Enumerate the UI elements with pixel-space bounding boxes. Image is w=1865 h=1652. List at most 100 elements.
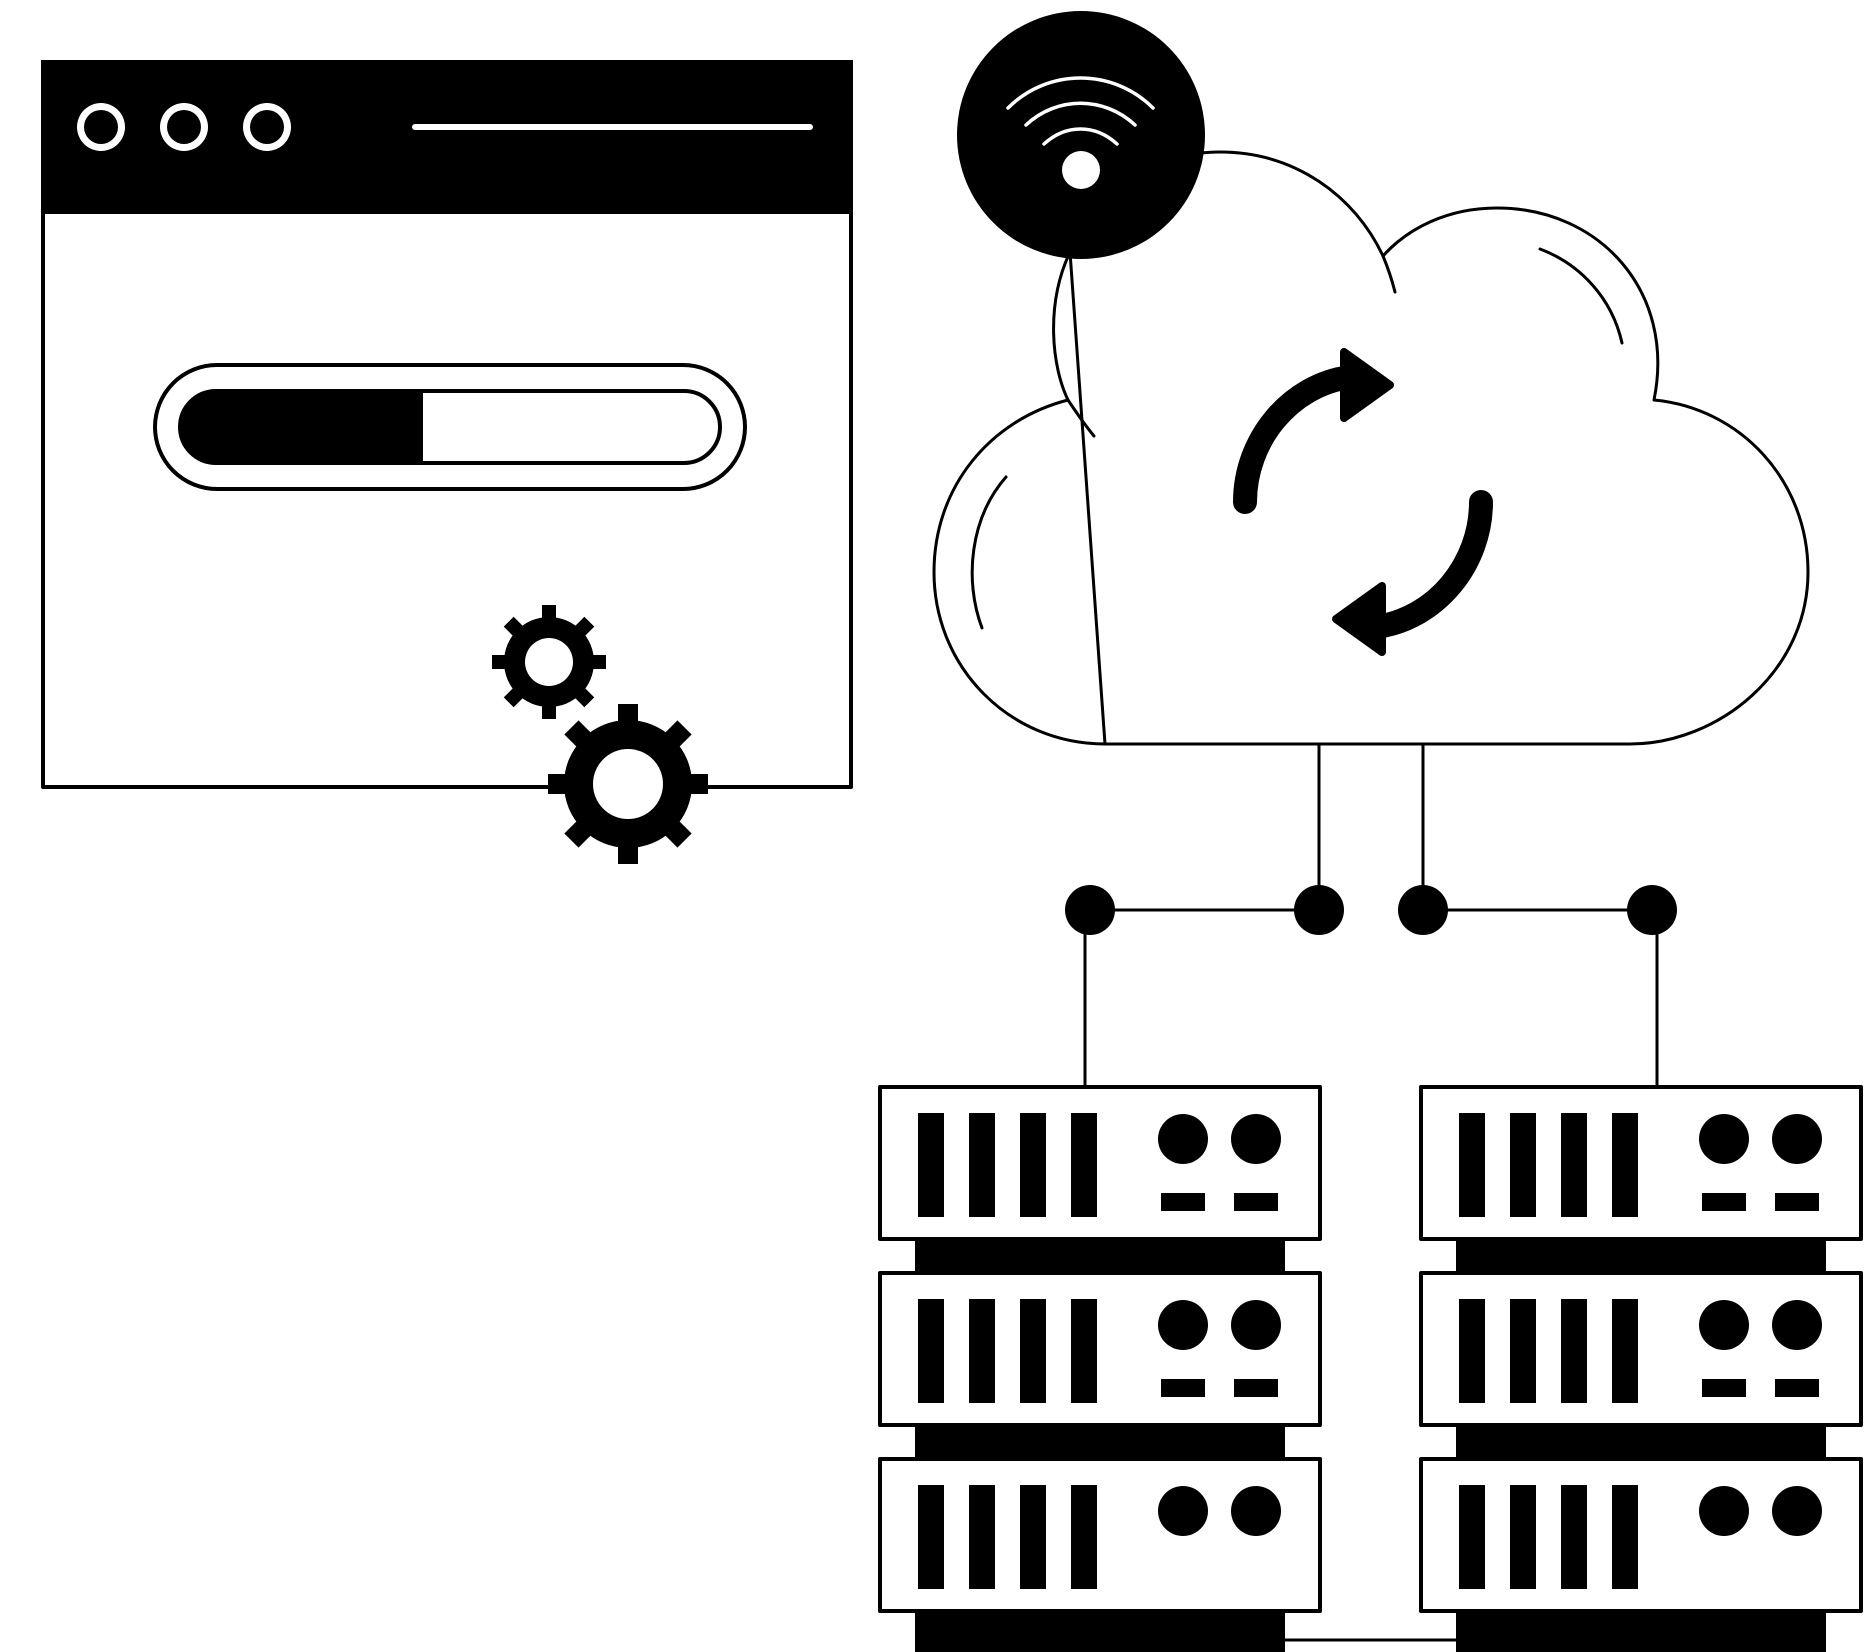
drive-slot xyxy=(969,1485,995,1589)
server-unit xyxy=(1419,1457,1863,1613)
gear-hole xyxy=(593,749,663,819)
gear-icon xyxy=(492,605,606,719)
rack-spacer xyxy=(915,1425,1285,1459)
window-dot-inner xyxy=(84,110,118,144)
server-rack-icon xyxy=(878,1085,1322,1652)
status-light xyxy=(1772,1114,1822,1164)
network-node xyxy=(1627,885,1677,935)
status-light xyxy=(1699,1114,1749,1164)
status-light xyxy=(1772,1300,1822,1350)
server-unit-frame xyxy=(1419,1271,1863,1427)
drive-slot xyxy=(1612,1113,1638,1217)
wifi-arc-inner xyxy=(1042,127,1119,146)
rack-spacer xyxy=(915,1611,1285,1652)
status-light xyxy=(1231,1114,1281,1164)
server-rack-icon xyxy=(1419,1085,1863,1652)
drive-slot xyxy=(1071,1485,1097,1589)
wifi-icon xyxy=(957,11,1205,259)
wifi-badge xyxy=(957,11,1205,259)
server-unit xyxy=(878,1085,1322,1241)
wifi-arc-middle xyxy=(1024,101,1137,127)
status-bar xyxy=(1702,1193,1746,1211)
cloud-highlight xyxy=(970,475,1008,630)
browser-window-icon xyxy=(41,60,853,864)
sync-arrow-lower-head xyxy=(1332,582,1386,656)
drive-slot xyxy=(969,1299,995,1403)
sync-arrow-upper xyxy=(1233,365,1362,514)
drive-slot xyxy=(1561,1485,1587,1589)
status-light xyxy=(1699,1486,1749,1536)
cloud-highlight xyxy=(1538,247,1624,345)
window-dot-inner xyxy=(250,110,284,144)
gear-hole xyxy=(525,638,573,686)
sync-arrow-upper-head xyxy=(1340,348,1394,422)
server-unit-frame xyxy=(1419,1457,1863,1613)
server-unit xyxy=(1419,1271,1863,1427)
network-node xyxy=(1398,885,1448,935)
server-racks xyxy=(878,1085,1863,1652)
status-light xyxy=(1158,1486,1208,1536)
network-connections xyxy=(1065,742,1677,1089)
progress-track-outer xyxy=(153,363,747,491)
wifi-arc-outer xyxy=(1006,76,1155,110)
rack-spacer xyxy=(915,1239,1285,1273)
sync-arrow-lower xyxy=(1364,490,1493,639)
network-node xyxy=(1294,885,1344,935)
status-bar xyxy=(1234,1379,1278,1397)
server-unit-frame xyxy=(878,1271,1322,1427)
status-bar xyxy=(1702,1379,1746,1397)
drive-slot xyxy=(1561,1113,1587,1217)
drive-slot xyxy=(1510,1485,1536,1589)
progress-fill xyxy=(180,391,423,463)
status-light xyxy=(1158,1114,1208,1164)
status-light xyxy=(1772,1486,1822,1536)
status-bar xyxy=(1161,1193,1205,1211)
drive-slot xyxy=(1612,1485,1638,1589)
progress-bar-icon xyxy=(153,363,747,491)
drive-slot xyxy=(1510,1113,1536,1217)
status-light xyxy=(1158,1300,1208,1350)
wifi-dot xyxy=(1062,151,1100,189)
cloud-highlight xyxy=(1381,254,1397,294)
server-unit xyxy=(1419,1085,1863,1241)
server-unit xyxy=(878,1271,1322,1427)
drive-slot xyxy=(1071,1299,1097,1403)
rack-spacer xyxy=(1456,1425,1826,1459)
drive-slot xyxy=(1020,1299,1046,1403)
drive-slot xyxy=(918,1485,944,1589)
drive-slot xyxy=(1510,1299,1536,1403)
status-bar xyxy=(1234,1193,1278,1211)
drive-slot xyxy=(918,1113,944,1217)
status-light xyxy=(1699,1300,1749,1350)
status-bar xyxy=(1775,1379,1819,1397)
network-node xyxy=(1065,885,1115,935)
cloud-outline xyxy=(932,150,1810,746)
drive-slot xyxy=(1020,1485,1046,1589)
server-unit xyxy=(878,1457,1322,1613)
server-unit-frame xyxy=(878,1085,1322,1241)
drive-slot xyxy=(1612,1299,1638,1403)
status-bar xyxy=(1161,1379,1205,1397)
window-control-dots xyxy=(77,103,291,151)
cloud-highlight xyxy=(1066,398,1096,438)
server-unit-frame xyxy=(878,1457,1322,1613)
drive-slot xyxy=(918,1299,944,1403)
status-bar xyxy=(1775,1193,1819,1211)
drive-slot xyxy=(1459,1299,1485,1403)
rack-spacer xyxy=(1456,1611,1826,1652)
drive-slot xyxy=(969,1113,995,1217)
window-dot-inner xyxy=(167,110,201,144)
drive-slot xyxy=(1020,1113,1046,1217)
drive-slot xyxy=(1459,1485,1485,1589)
drive-slot xyxy=(1459,1113,1485,1217)
drive-slot xyxy=(1561,1299,1587,1403)
status-light xyxy=(1231,1300,1281,1350)
cloud-icon xyxy=(932,150,1810,746)
sync-arrows-icon xyxy=(1233,348,1493,656)
gear-icon xyxy=(548,704,708,864)
rack-spacer xyxy=(1456,1239,1826,1273)
server-unit-frame xyxy=(1419,1085,1863,1241)
status-light xyxy=(1231,1486,1281,1536)
